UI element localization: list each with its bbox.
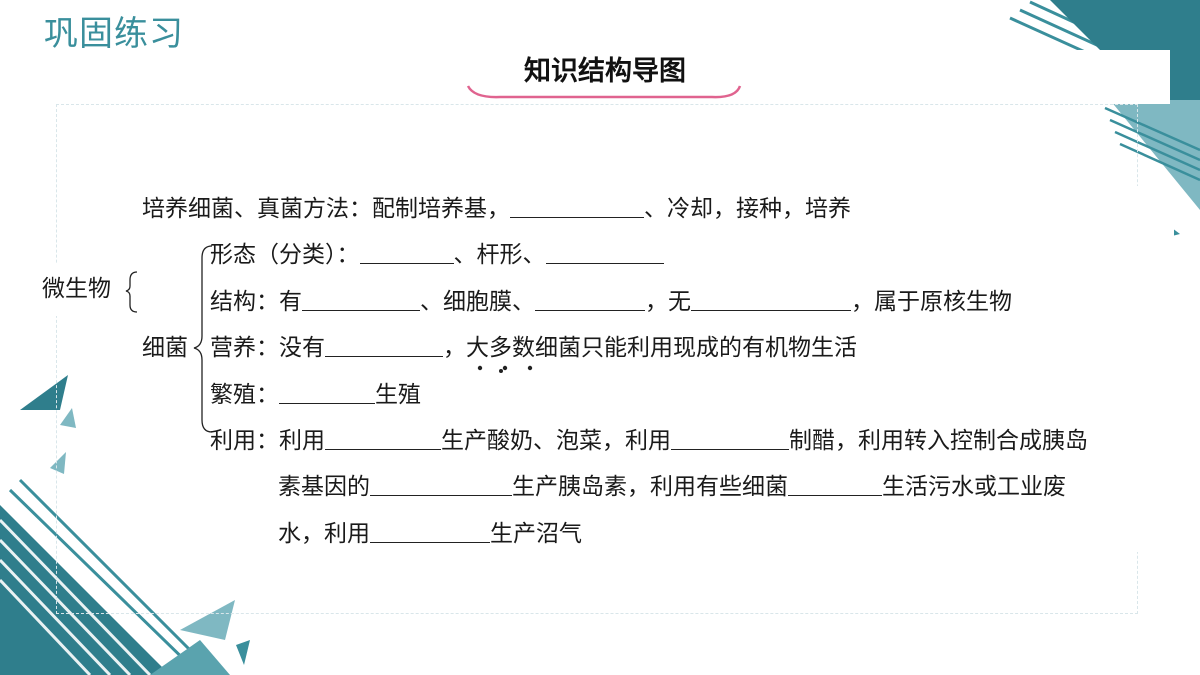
emphasis-char: 大多数 <box>466 335 535 373</box>
uses-line-2: 素基因的 生产胰岛素，利用有些细菌 生活污水或工业废 <box>278 472 1066 502</box>
answer-blank-10[interactable] <box>671 427 789 450</box>
structure-line: 结构：有 、细胞膜、 ，无 ，属于原核生物 <box>210 287 1012 317</box>
nutrition-comma: ， <box>443 335 466 361</box>
nutrition-label: 营养：没有 <box>210 335 325 361</box>
nutrition-tail: 细菌只能利用现成的有机物生活 <box>535 335 857 361</box>
answer-blank-4[interactable] <box>302 288 420 311</box>
answer-blank-3[interactable] <box>545 241 664 264</box>
content-panel <box>138 186 1174 552</box>
uses-line-1: 利用：利用 生产酸奶、泡菜，利用 制醋，利用转入控制合成胰岛 <box>210 426 1088 456</box>
slide-title: 巩固练习 <box>44 14 184 54</box>
culture-method-suffix: 、冷却，接种，培养 <box>644 196 851 222</box>
answer-blank-13[interactable] <box>370 520 490 543</box>
nutrition-line: 营养：没有 ，大多数细菌只能利用现成的有机物生活 <box>210 333 857 373</box>
uses-text-5: 生产沼气 <box>490 521 582 547</box>
uses-line-2-prefix: 素基因的 <box>278 474 370 500</box>
structure-label: 结构：有 <box>210 289 302 315</box>
morphology-line: 形态（分类）： 、杆形、 <box>210 240 664 270</box>
root-label: 微生物 <box>42 276 111 302</box>
morphology-mid: 、杆形、 <box>453 242 546 268</box>
answer-blank-1[interactable] <box>510 195 644 218</box>
uses-text-2: 制醋，利用转入控制合成胰岛 <box>789 428 1088 454</box>
root-panel <box>26 264 136 316</box>
uses-line-3-prefix: 水，利用 <box>278 521 370 547</box>
section-title-text: 知识结构导图 <box>524 56 686 87</box>
answer-blank-9[interactable] <box>325 427 441 450</box>
structure-mid2: ，无 <box>645 289 691 315</box>
answer-blank-2[interactable] <box>359 241 454 264</box>
emphasis-dotted-text: 大多数 <box>466 335 535 373</box>
reproduction-tail: 生殖 <box>375 382 421 408</box>
uses-text-1: 生产酸奶、泡菜，利用 <box>441 428 671 454</box>
morphology-label: 形态（分类）： <box>210 242 360 268</box>
structure-mid1: 、细胞膜、 <box>420 289 535 315</box>
culture-method-line: 培养细菌、真菌方法：配制培养基， 、冷却，接种，培养 <box>142 194 851 224</box>
answer-blank-11[interactable] <box>370 473 512 496</box>
structure-tail: ，属于原核生物 <box>851 289 1012 315</box>
culture-method-prefix: 培养细菌、真菌方法：配制培养基， <box>142 196 510 222</box>
uses-text-3: 生产胰岛素，利用有些细菌 <box>512 474 788 500</box>
answer-blank-8[interactable] <box>279 381 375 404</box>
bottom-triangle-dark <box>236 640 250 665</box>
answer-blank-7[interactable] <box>325 334 443 357</box>
bacteria-label: 细菌 <box>142 335 188 361</box>
answer-blank-6[interactable] <box>691 288 851 311</box>
uses-label: 利用：利用 <box>210 428 325 454</box>
answer-blank-5[interactable] <box>535 288 645 311</box>
uses-line-3: 水，利用 生产沼气 <box>278 519 582 549</box>
answer-blank-12[interactable] <box>788 473 882 496</box>
reproduction-line: 繁殖： 生殖 <box>210 380 421 410</box>
uses-text-4: 生活污水或工业废 <box>882 474 1066 500</box>
section-title: 知识结构导图 <box>470 52 740 94</box>
reproduction-label: 繁殖： <box>210 382 279 408</box>
bottom-stripe-block <box>150 640 230 675</box>
